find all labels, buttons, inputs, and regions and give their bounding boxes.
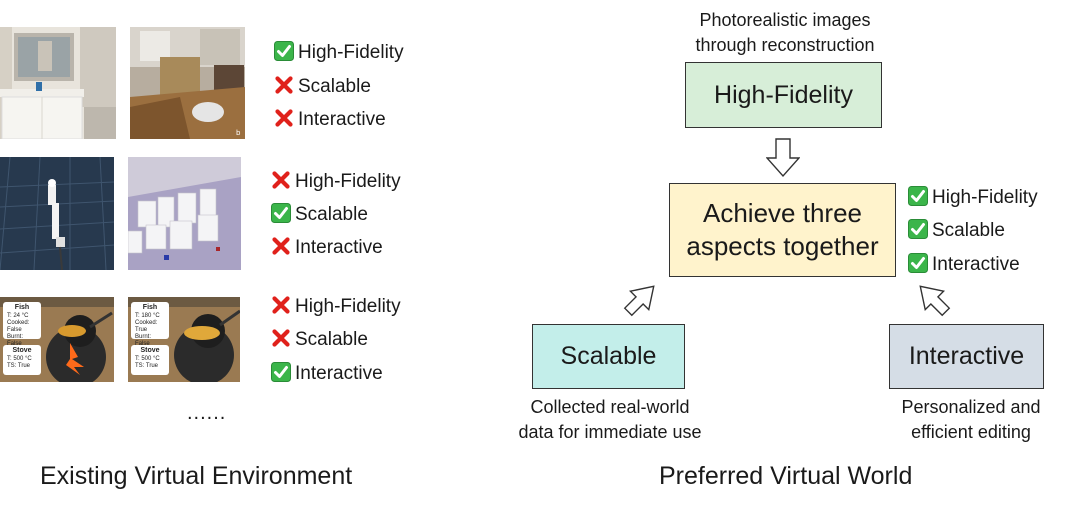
interactive-box: Interactive (889, 324, 1044, 389)
cross-icon (271, 328, 291, 348)
criterion-label: Scalable (298, 76, 371, 97)
high-fidelity-caption: Photorealistic images through reconstruc… (640, 8, 930, 58)
criterion-label: High-Fidelity (932, 187, 1038, 208)
cooking-simulation-left: Fish T: 24 °C Cooked: False Burnt: False… (0, 297, 114, 382)
criterion-high-fidelity: High-Fidelity (271, 295, 401, 316)
fish-burnt: Burnt: False (7, 334, 24, 347)
bathroom-photo (0, 27, 116, 139)
criterion-label: High-Fidelity (298, 42, 404, 63)
check-icon (908, 186, 928, 206)
caption-line: data for immediate use (518, 422, 702, 442)
criterion-scalable: Scalable (908, 219, 1005, 240)
caption-line: Personalized and (901, 397, 1041, 417)
criterion-label: Scalable (295, 204, 368, 225)
stove-temperature: T: 500 °C (135, 356, 160, 362)
up-left-arrow-icon (919, 285, 951, 317)
stove-temperature: T: 500 °C (7, 356, 32, 362)
criterion-interactive: Interactive (271, 236, 383, 257)
criterion-high-fidelity: High-Fidelity (274, 41, 404, 62)
check-icon (274, 41, 294, 61)
cross-icon (271, 236, 291, 256)
criterion-high-fidelity: High-Fidelity (908, 186, 1038, 207)
criterion-label: Interactive (295, 363, 383, 384)
criterion-interactive: Interactive (274, 108, 386, 129)
cross-icon (274, 75, 294, 95)
existing-environment-title: Existing Virtual Environment (40, 462, 353, 490)
fish-cooked: Cooked: True (135, 320, 158, 333)
up-right-arrow-icon (623, 285, 655, 317)
fish-state-card: Fish T: 180 °C Cooked: True Burnt: False (131, 302, 169, 347)
criterion-scalable: Scalable (271, 328, 368, 349)
stove-ts: TS: True (135, 363, 159, 369)
criterion-scalable: Scalable (271, 203, 368, 224)
criterion-label: Interactive (932, 254, 1020, 275)
fish-state-card: Fish T: 24 °C Cooked: False Burnt: False (3, 302, 41, 347)
fish-temperature: T: 24 °C (7, 313, 29, 319)
criterion-label: Interactive (295, 237, 383, 258)
fish-temperature: T: 180 °C (135, 313, 160, 319)
stove-state-card: Stove T: 500 °C TS: True (3, 345, 41, 375)
scalable-3d-scene-render (128, 157, 241, 270)
criterion-interactive: Interactive (908, 253, 1020, 274)
high-fidelity-box: High-Fidelity (685, 62, 882, 128)
check-icon (908, 253, 928, 273)
criterion-label: High-Fidelity (295, 296, 401, 317)
fish-burnt: Burnt: False (135, 334, 152, 347)
robot-arm-render (0, 157, 114, 270)
thumbnail-badge: b (236, 129, 241, 137)
stove-ts: TS: True (7, 363, 31, 369)
criterion-label: High-Fidelity (295, 171, 401, 192)
caption-line: efficient editing (911, 422, 1031, 442)
stove-state-card: Stove T: 500 °C TS: True (131, 345, 169, 375)
scalable-caption: Collected real-world data for immediate … (480, 395, 740, 445)
fish-cooked: Cooked: False (7, 320, 30, 333)
caption-line: Collected real-world (530, 397, 690, 417)
more-ellipsis: ...... (187, 402, 227, 424)
center-goal-line: aspects together (686, 231, 879, 261)
stove-card-title: Stove (12, 347, 32, 354)
cross-icon (274, 108, 294, 128)
cross-icon (271, 170, 291, 190)
caption-line: Photorealistic images (699, 10, 871, 30)
preferred-world-title: Preferred Virtual World (659, 462, 913, 490)
check-icon (271, 362, 291, 382)
criterion-label: Interactive (298, 109, 386, 130)
criterion-high-fidelity: High-Fidelity (271, 170, 401, 191)
check-icon (908, 219, 928, 239)
interactive-caption: Personalized and efficient editing (856, 395, 1080, 445)
criterion-label: Scalable (295, 329, 368, 350)
center-goal-box: Achieve three aspects together (669, 183, 896, 277)
scalable-box: Scalable (532, 324, 685, 389)
down-arrow-icon (766, 138, 800, 178)
fish-card-title: Fish (142, 304, 158, 311)
check-icon (271, 203, 291, 223)
stove-card-title: Stove (140, 347, 160, 354)
criterion-interactive: Interactive (271, 362, 383, 383)
criterion-label: Scalable (932, 220, 1005, 241)
living-room-photo: b (130, 27, 245, 139)
cross-icon (271, 295, 291, 315)
cooking-simulation-right: Fish T: 180 °C Cooked: True Burnt: False… (128, 297, 240, 382)
caption-line: through reconstruction (695, 35, 875, 55)
center-goal-line: Achieve three (703, 198, 862, 228)
criterion-scalable: Scalable (274, 75, 371, 96)
fish-card-title: Fish (14, 304, 30, 311)
